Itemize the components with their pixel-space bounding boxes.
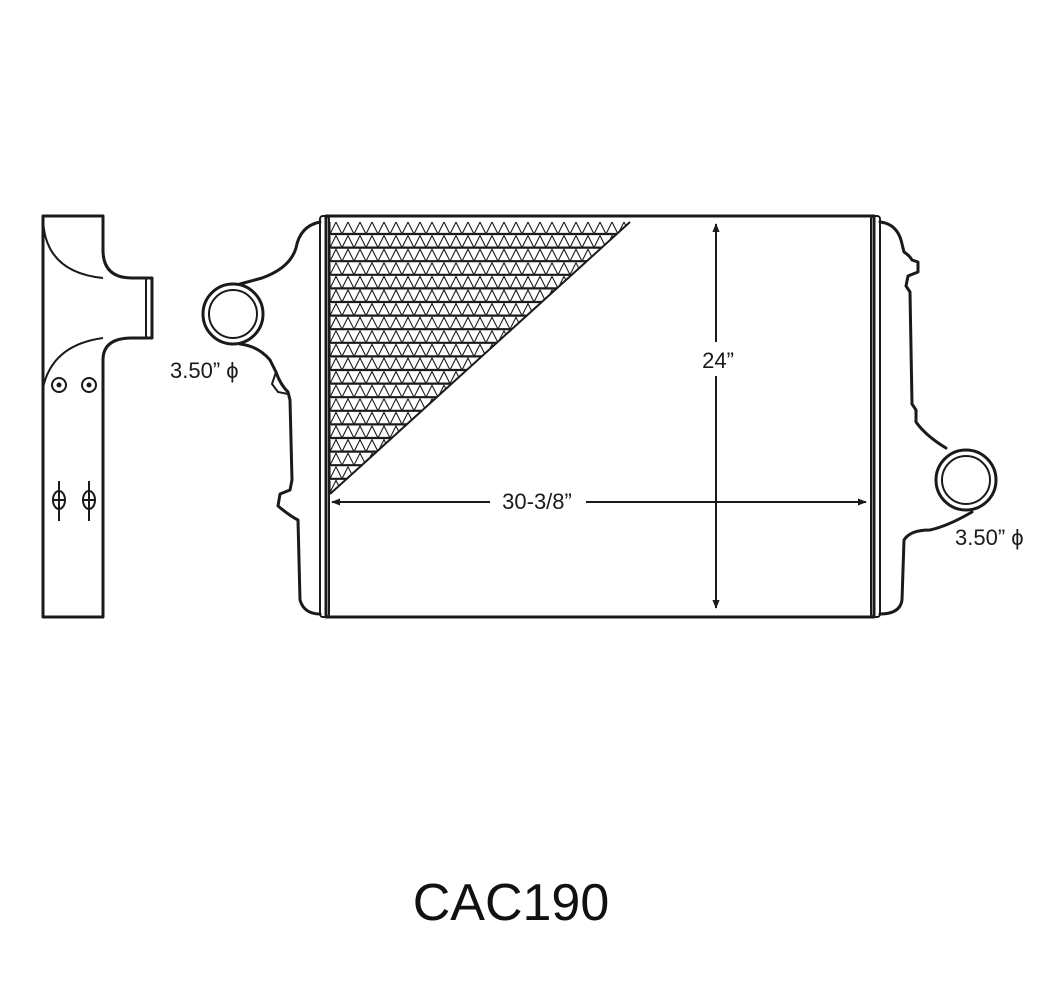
fin-row: [330, 261, 630, 277]
mount-slot-icon: [82, 481, 96, 521]
front-view: [201, 214, 998, 619]
fin-boundary: [329, 221, 631, 495]
left-tank: [238, 220, 322, 616]
side-view-bracket-curve: [42, 337, 104, 389]
fin-row: [330, 302, 630, 317]
right-header: [870, 215, 881, 618]
part-number-title: CAC190: [413, 874, 610, 932]
fin-row: [330, 370, 630, 385]
left-tank-tab: [270, 371, 289, 395]
fin-row: [330, 451, 630, 467]
fin-row: [330, 424, 630, 440]
fin-row: [330, 222, 630, 236]
left-header: [319, 215, 330, 618]
fin-row: [330, 247, 630, 263]
inlet-pipe-inner-icon: [208, 289, 258, 339]
mount-slot-icon: [52, 481, 66, 521]
fin-row: [330, 465, 630, 481]
right-tank: [878, 220, 974, 616]
outlet-pipe-inner-icon: [941, 455, 991, 505]
fin-row: [330, 356, 630, 372]
fin-row: [330, 234, 630, 249]
width-dimension-label: 30-3/8”: [502, 489, 572, 514]
mount-hole-icon: [51, 377, 67, 393]
fin-row: [330, 315, 630, 331]
fin-row: [330, 411, 630, 426]
mount-hole-icon: [81, 377, 97, 393]
fin-row: [330, 438, 630, 453]
side-view: [41, 214, 154, 619]
height-dimension-label: 24”: [702, 348, 734, 373]
inlet-diameter-label: 3.50” ϕ: [170, 358, 239, 383]
fin-row: [330, 275, 630, 290]
outlet-diameter-label: 3.50” ϕ: [955, 525, 1024, 550]
fin-row: [330, 329, 630, 345]
side-view-tank-curve: [42, 215, 104, 279]
side-view-body: [41, 214, 154, 619]
fin-row: [330, 288, 630, 304]
fin-row: [330, 383, 630, 399]
fin-row: [330, 479, 630, 494]
fin-row: [330, 397, 630, 413]
core-outline: [324, 214, 876, 619]
outlet-pipe-icon: [934, 448, 998, 512]
inlet-pipe-icon: [201, 282, 265, 346]
